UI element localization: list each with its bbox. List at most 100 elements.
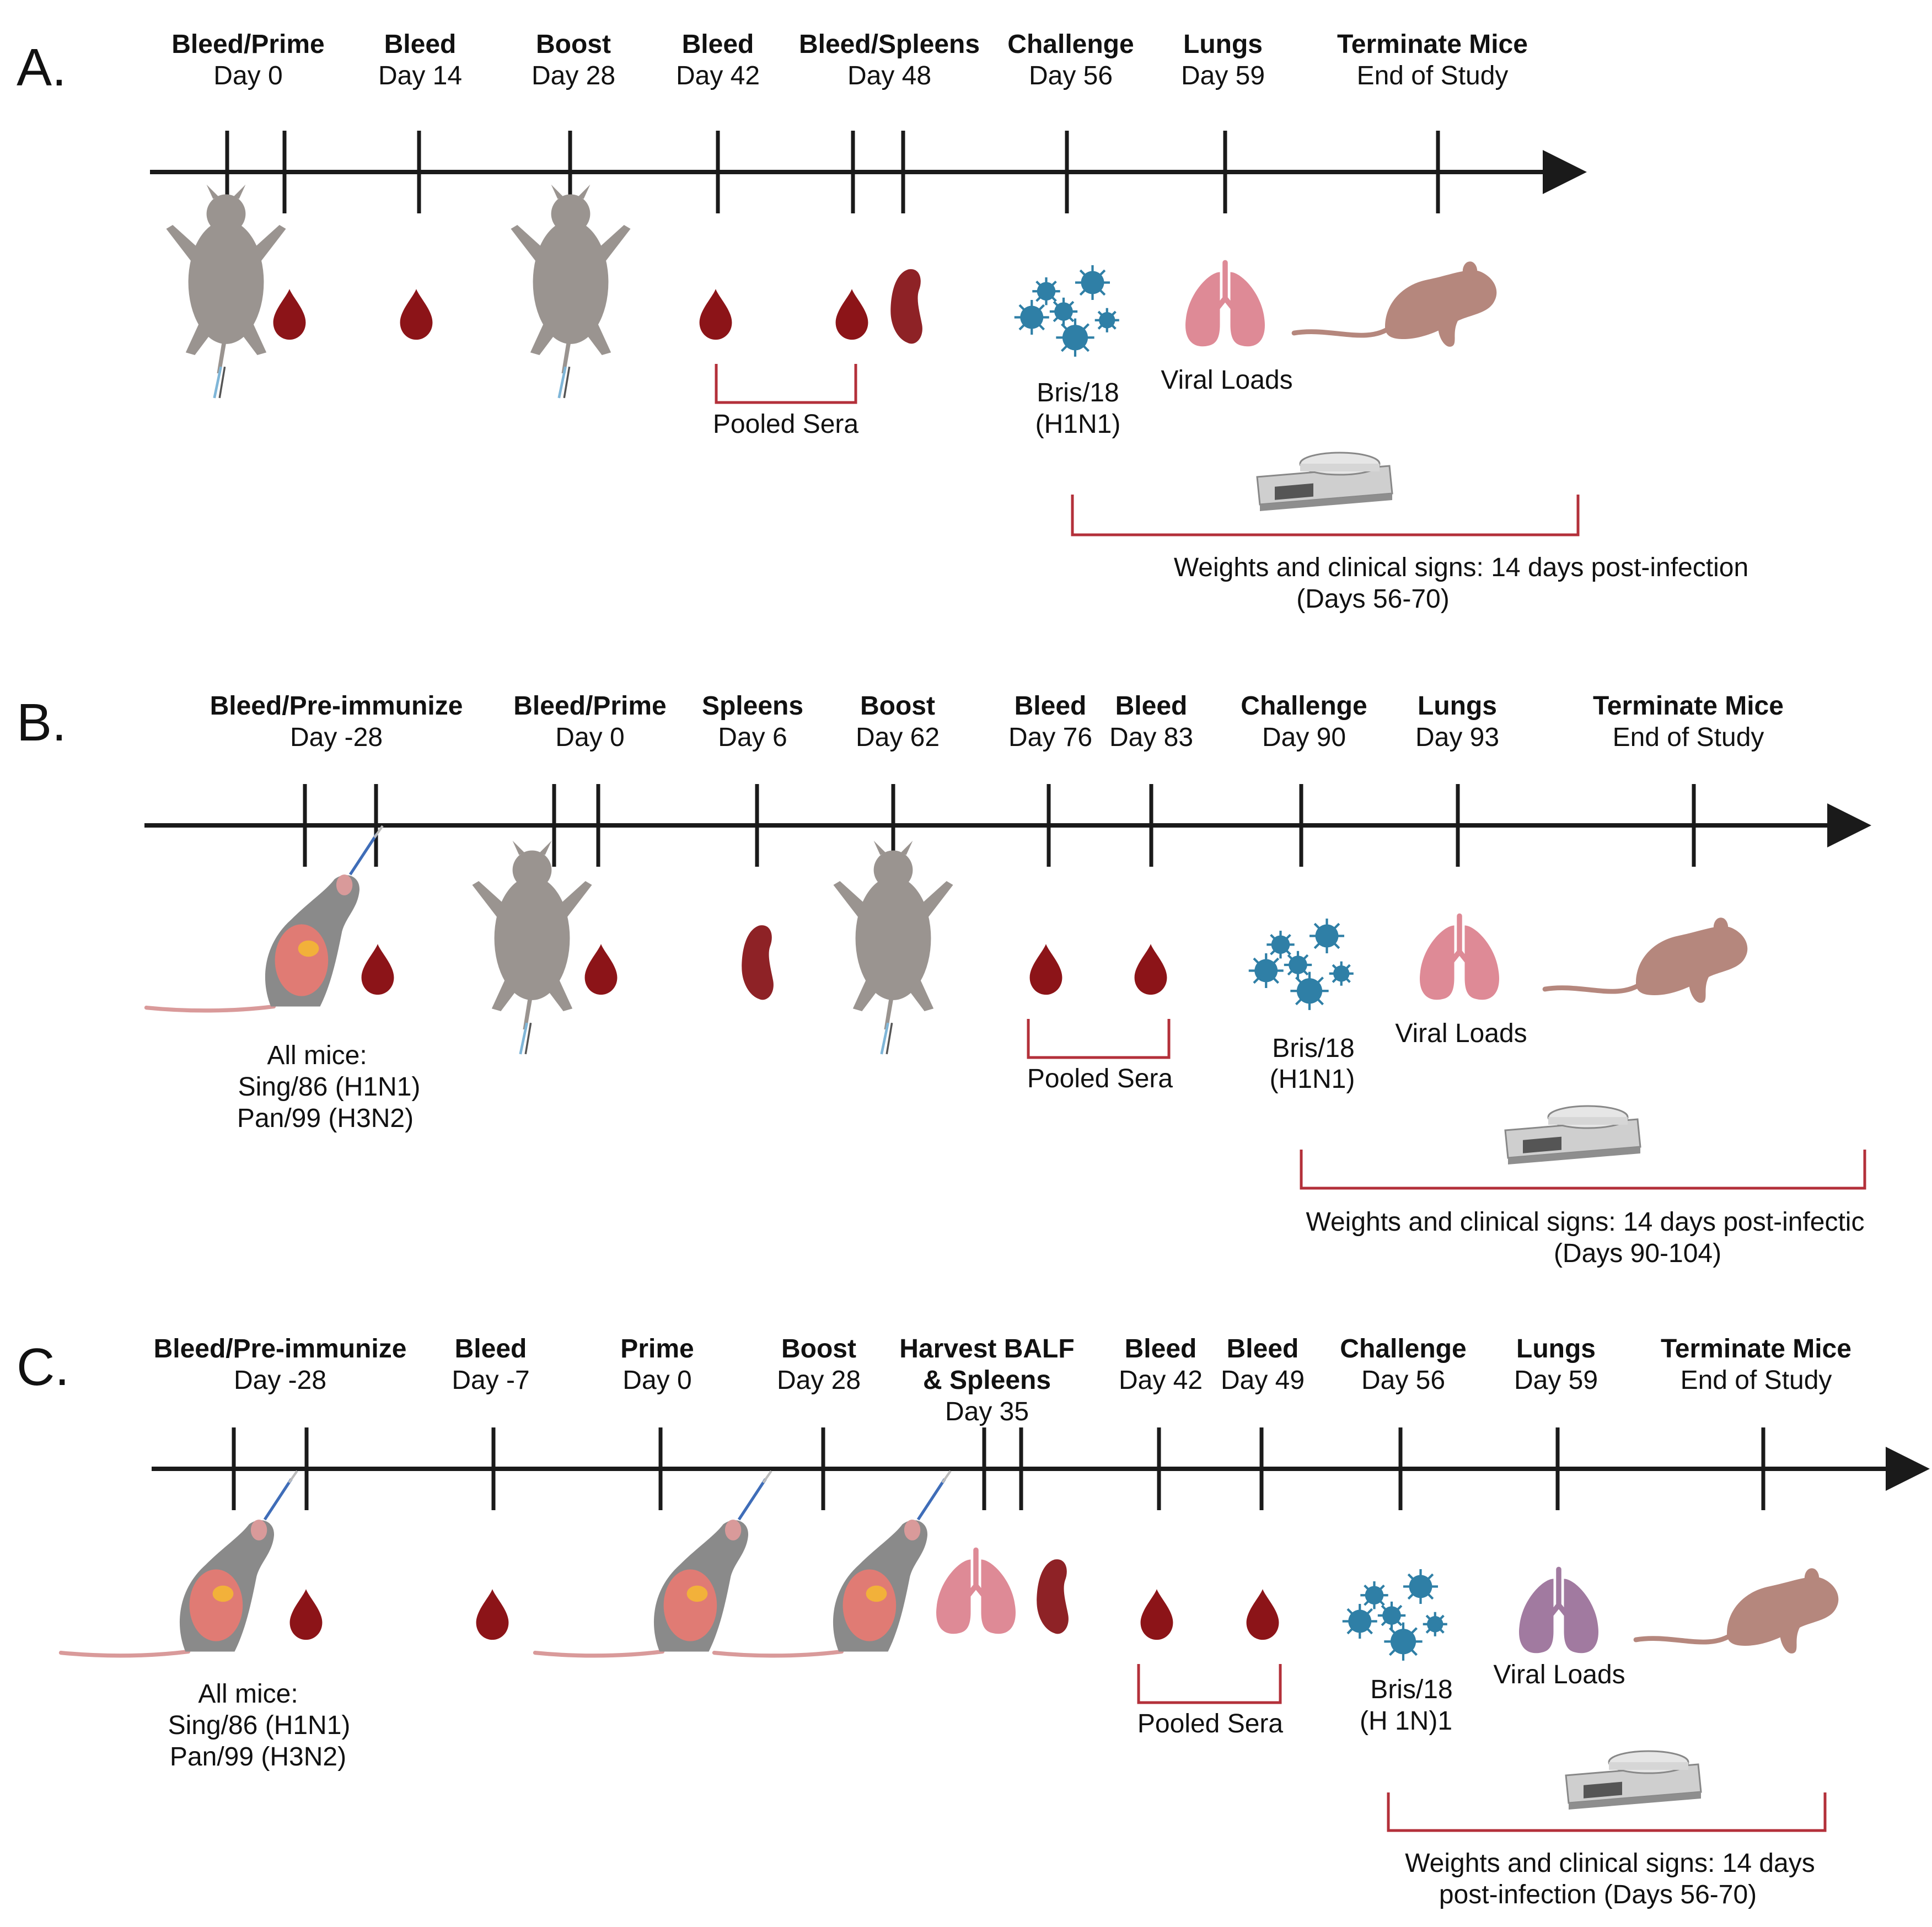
weighing-scale-icon: [1565, 1750, 1702, 1810]
spleen-icon: [1037, 1559, 1069, 1634]
event-title: Bleed/Spleens: [799, 30, 980, 59]
event-title: Terminate Mice: [1661, 1334, 1852, 1364]
panel-icons: [58, 1470, 1839, 1832]
event-title: Bleed/Pre-immunize: [154, 1334, 407, 1364]
mouse-intranasal-icon: [144, 825, 384, 1013]
event-title: Challenge: [1241, 691, 1367, 721]
event-title: Prime: [620, 1334, 694, 1364]
weights-days-label: post-infection (Days 56-70): [1439, 1880, 1757, 1909]
blood-drop-icon: [835, 289, 868, 340]
viral-loads-label: Viral Loads: [1395, 1019, 1527, 1048]
sing86-label: Sing/86 (H1N1): [238, 1072, 421, 1102]
blood-drop-icon: [584, 944, 618, 995]
event-title: Lungs: [1516, 1334, 1596, 1364]
event-day: Day 76: [1008, 723, 1092, 752]
event-day: Day 42: [676, 61, 760, 90]
panel-icons: [144, 825, 1866, 1190]
virus-strain-label: Bris/18: [1272, 1034, 1354, 1063]
weighing-scale-icon: [1504, 1105, 1641, 1164]
mouse-injection-icon: [511, 184, 631, 399]
panel-label: A.: [17, 38, 67, 97]
event-title: Terminate Mice: [1593, 691, 1784, 721]
all-mice-label: All mice:: [267, 1041, 367, 1070]
event-day: Day 6: [718, 723, 787, 752]
event-title: Bleed: [1227, 1334, 1299, 1364]
event-day: Day 93: [1415, 723, 1499, 752]
virus-icon: [1342, 1569, 1447, 1661]
event-title: Lungs: [1183, 30, 1263, 59]
blood-drop-icon: [1134, 944, 1167, 995]
pan99-label: Pan/99 (H3N2): [170, 1742, 346, 1772]
weights-label: Weights and clinical signs: 14 days: [1405, 1849, 1815, 1878]
event-title: Harvest BALF: [899, 1334, 1074, 1364]
weights-days-label: (Days 90-104): [1554, 1239, 1721, 1268]
mouse-intranasal-icon: [533, 1470, 772, 1658]
pooled-sera-bracket: [1137, 1664, 1282, 1704]
event-title: Bleed/Prime: [513, 691, 666, 721]
event-day: Day 56: [1361, 1366, 1445, 1395]
event-day: Day 59: [1181, 61, 1265, 90]
all-mice-label: All mice:: [198, 1679, 298, 1709]
event-day: Day 90: [1262, 723, 1346, 752]
mouse-terminate-icon: [1291, 261, 1497, 347]
lungs-icon: [1519, 1566, 1598, 1654]
blood-drop-icon: [476, 1589, 509, 1640]
event-title: Boost: [536, 30, 611, 59]
weights-label: Weights and clinical signs: 14 days post…: [1306, 1207, 1865, 1237]
event-title: Boost: [781, 1334, 856, 1364]
pan99-label: Pan/99 (H3N2): [237, 1104, 414, 1133]
mouse-injection-icon: [833, 840, 953, 1055]
event-title: Boost: [860, 691, 935, 721]
mouse-injection-icon: [472, 840, 592, 1055]
event-day: Day -28: [234, 1366, 326, 1395]
event-title: Bleed: [1015, 691, 1087, 721]
pooled-sera-label: Pooled Sera: [713, 410, 858, 439]
event-title: Challenge: [1340, 1334, 1466, 1364]
pooled-sera-label: Pooled Sera: [1137, 1709, 1283, 1738]
event-title: Bleed: [1115, 691, 1188, 721]
virus-icon: [1014, 265, 1119, 357]
event-title: Bleed: [682, 30, 754, 59]
event-day: End of Study: [1357, 61, 1509, 90]
event-day: End of Study: [1613, 723, 1764, 752]
event-day: Day 49: [1221, 1366, 1305, 1395]
virus-subtype-label: (H1N1): [1270, 1065, 1355, 1094]
blood-drop-icon: [699, 289, 732, 340]
virus-subtype-label: (H1N1): [1035, 410, 1121, 439]
sing86-label: Sing/86 (H1N1): [168, 1711, 351, 1740]
event-day: Day 56: [1029, 61, 1113, 90]
viral-loads-label: Viral Loads: [1161, 366, 1292, 395]
blood-drop-icon: [1246, 1589, 1279, 1640]
blood-drop-icon: [361, 944, 394, 995]
panel-label: C.: [17, 1338, 69, 1397]
blood-drop-icon: [400, 289, 433, 340]
lungs-icon: [1185, 260, 1265, 347]
event-day: Day -7: [452, 1366, 529, 1395]
blood-drop-icon: [1029, 944, 1062, 995]
event-day: Day 42: [1119, 1366, 1203, 1395]
spleen-icon: [890, 269, 922, 344]
virus-subtype-label: (H 1N)1: [1360, 1706, 1452, 1736]
pooled-sera-label: Pooled Sera: [1027, 1064, 1173, 1093]
